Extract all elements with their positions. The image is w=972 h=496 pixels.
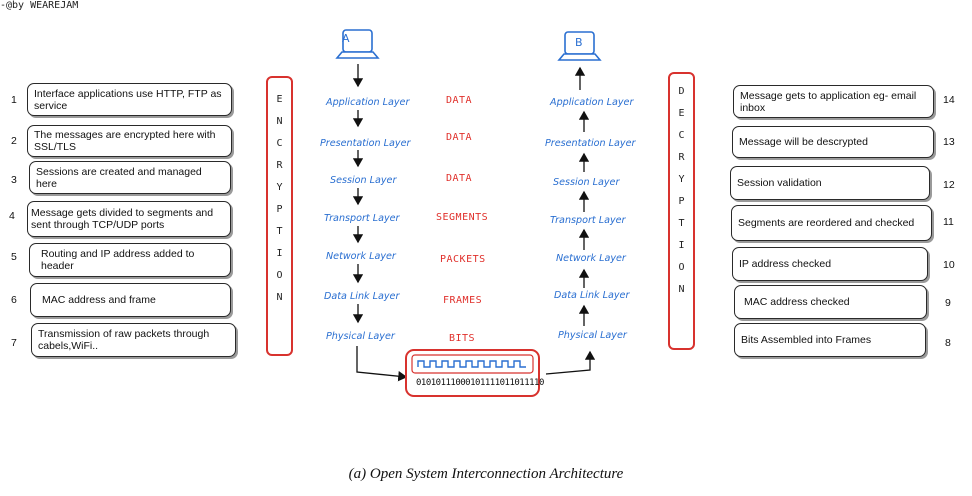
pdu-label: SEGMENTS — [436, 212, 489, 223]
left-step-number: 4 — [9, 210, 15, 222]
right-step-box: Message will be descrypted — [732, 126, 934, 158]
signal-wave-icon — [417, 360, 526, 368]
right-step-box: Bits Assembled into Frames — [734, 323, 926, 357]
decryption-band — [668, 72, 695, 350]
receiver-layer-label: Application Layer — [550, 97, 634, 108]
receiver-layer-label: Physical Layer — [558, 330, 627, 341]
right-step-box: Segments are reordered and checked — [731, 205, 932, 241]
receiver-layer-label: Network Layer — [556, 253, 626, 264]
sender-layer-label: Presentation Layer — [320, 138, 411, 149]
left-step-number: 1 — [11, 94, 17, 106]
computer-a-icon — [335, 29, 380, 59]
encryption-band — [266, 76, 293, 356]
receiver-layer-label: Transport Layer — [550, 215, 626, 226]
decryption-letter: Y — [678, 174, 685, 185]
figure-caption: (a) Open System Interconnection Architec… — [348, 466, 624, 482]
physical-medium-box — [405, 349, 540, 397]
left-step-number: 3 — [11, 174, 17, 186]
right-step-number: 12 — [943, 179, 955, 191]
right-step-number: 9 — [945, 297, 951, 309]
decryption-letter: R — [678, 152, 685, 163]
pdu-label: PACKETS — [440, 254, 486, 265]
decryption-label: D E C R Y P T I O N — [674, 86, 689, 295]
right-step-box: MAC address checked — [734, 285, 927, 319]
sender-layer-label: Session Layer — [330, 175, 397, 186]
receiver-layer-label: Session Layer — [553, 177, 620, 188]
left-step-box: MAC address and frame — [30, 283, 231, 317]
encryption-letter: N — [276, 292, 283, 303]
author-credit: -@by WEAREJAM — [0, 0, 79, 11]
host-a-label: A — [342, 32, 350, 45]
pdu-label: FRAMES — [443, 295, 483, 306]
encryption-letter: I — [276, 248, 283, 259]
sender-layer-label: Physical Layer — [326, 331, 395, 342]
right-step-number: 13 — [943, 136, 955, 148]
receiver-layer-label: Presentation Layer — [545, 138, 636, 149]
sender-layer-label: Data Link Layer — [324, 291, 400, 302]
pdu-label: DATA — [446, 95, 473, 106]
decryption-letter: C — [678, 130, 685, 141]
right-step-number: 14 — [943, 94, 955, 106]
decryption-letter: D — [678, 86, 685, 97]
left-step-box: Routing and IP address added to header — [29, 243, 231, 277]
left-step-number: 7 — [11, 337, 17, 349]
sender-layer-label: Transport Layer — [324, 213, 400, 224]
encryption-label: E N C R Y P T I O N — [272, 94, 287, 303]
pdu-label: DATA — [446, 132, 473, 143]
computer-b-icon — [557, 31, 602, 61]
encryption-letter: Y — [276, 182, 283, 193]
left-step-box: Sessions are created and managed here — [29, 161, 231, 194]
decryption-letter: T — [678, 218, 685, 229]
right-step-number: 11 — [943, 216, 954, 228]
left-step-box: Interface applications use HTTP, FTP as … — [27, 83, 232, 116]
encryption-letter: P — [276, 204, 283, 215]
left-step-box: Transmission of raw packets through cabe… — [31, 323, 236, 357]
decryption-letter: I — [678, 240, 685, 251]
encryption-letter: R — [276, 160, 283, 171]
bitstream-text: 01010111000101111011011110 — [416, 378, 544, 388]
receiver-layer-label: Data Link Layer — [554, 290, 630, 301]
decryption-letter: N — [678, 284, 685, 295]
right-step-number: 10 — [943, 259, 955, 271]
encryption-letter: E — [276, 94, 283, 105]
right-step-box: Session validation — [730, 166, 930, 200]
right-step-number: 8 — [945, 337, 951, 349]
sender-layer-label: Network Layer — [326, 251, 396, 262]
encryption-letter: O — [276, 270, 283, 281]
left-step-box: Message gets divided to segments and sen… — [27, 201, 231, 237]
left-step-number: 6 — [11, 294, 17, 306]
encryption-letter: N — [276, 116, 283, 127]
right-step-box: Message gets to application eg- email in… — [733, 85, 934, 118]
left-step-number: 2 — [11, 135, 17, 147]
right-step-box: IP address checked — [732, 247, 928, 281]
host-b-label: B — [575, 36, 583, 49]
pdu-label: BITS — [449, 333, 476, 344]
encryption-letter: C — [276, 138, 283, 149]
decryption-letter: P — [678, 196, 685, 207]
sender-layer-label: Application Layer — [326, 97, 410, 108]
left-step-number: 5 — [11, 251, 17, 263]
pdu-label: DATA — [446, 173, 473, 184]
decryption-letter: O — [678, 262, 685, 273]
decryption-letter: E — [678, 108, 685, 119]
left-step-box: The messages are encrypted here with SSL… — [27, 125, 232, 157]
encryption-letter: T — [276, 226, 283, 237]
